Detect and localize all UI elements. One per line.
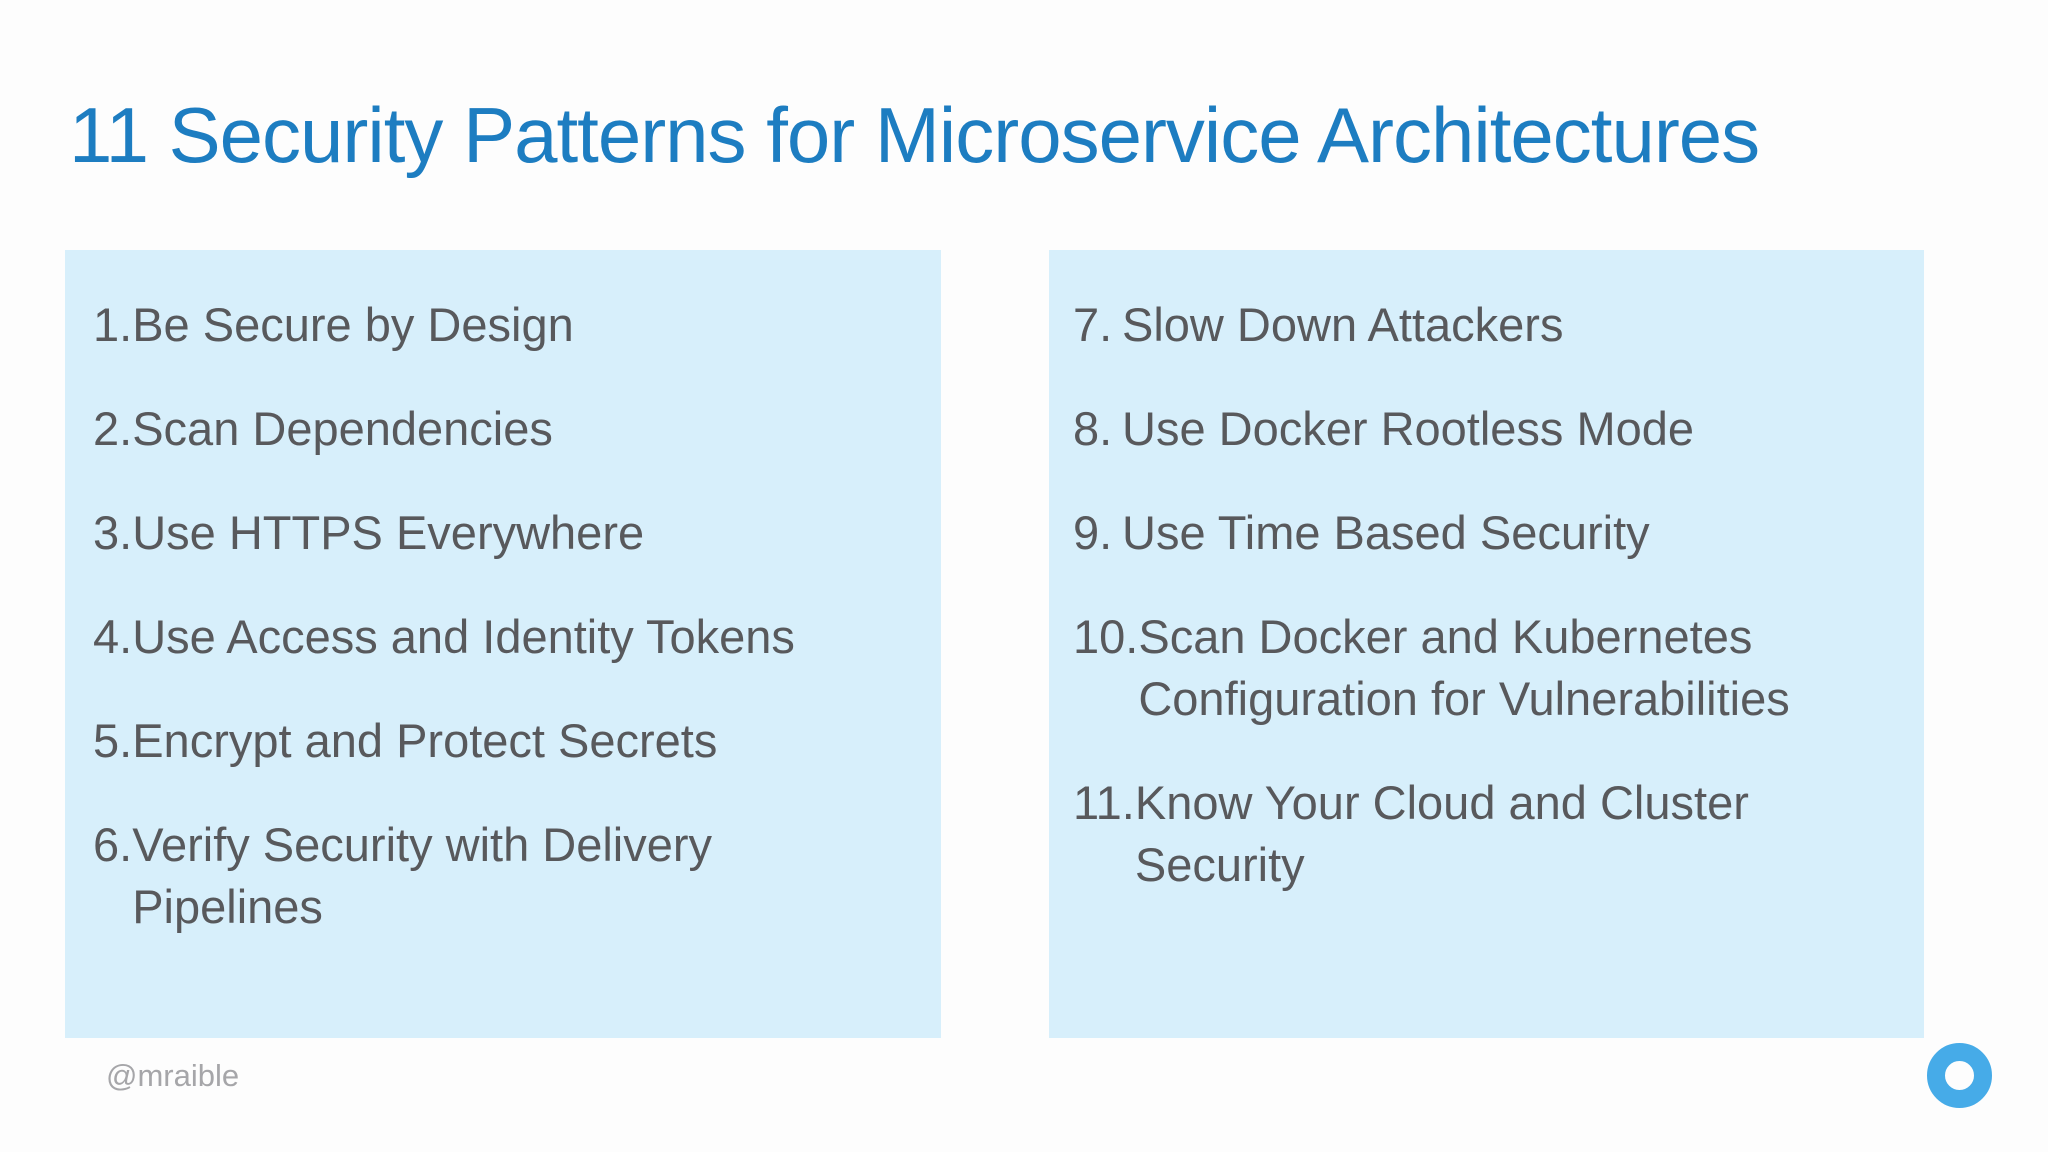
list-item-number: 6. (93, 818, 133, 871)
list-item-text: Use Docker Rootless Mode (1122, 402, 1695, 455)
list-item: 8. Use Docker Rootless Mode (1073, 398, 1908, 460)
list-item: 4. Use Access and Identity Tokens (93, 606, 921, 668)
list-item: 6. Verify Security with Delivery Pipelin… (93, 814, 921, 938)
twitter-handle: @mraible (106, 1058, 240, 1093)
list-item-text: Encrypt and Protect Secrets (132, 714, 718, 767)
list-item-text: Use Access and Identity Tokens (132, 610, 795, 663)
list-item-text: Scan Docker and Kubernetes Configuration… (1138, 610, 1790, 725)
list-item: 1. Be Secure by Design (93, 294, 921, 356)
list-item-number: 5. (93, 714, 133, 767)
list-item-number: 11. (1073, 776, 1135, 829)
list-item: 11. Know Your Cloud and Cluster Security (1073, 772, 1908, 896)
list-item-text: Scan Dependencies (132, 402, 553, 455)
list-item-number: 7. (1073, 298, 1113, 351)
list-item-text: Know Your Cloud and Cluster Security (1134, 776, 1749, 891)
list-item: 7. Slow Down Attackers (1073, 294, 1908, 356)
list-item: 5. Encrypt and Protect Secrets (93, 710, 921, 772)
list-item-number: 3. (93, 506, 133, 559)
list-item-text: Verify Security with Delivery Pipelines (132, 818, 713, 933)
list-item-number: 8. (1073, 402, 1113, 455)
list-item: 10. Scan Docker and Kubernetes Configura… (1073, 606, 1908, 730)
list-item-number: 9. (1073, 506, 1113, 559)
okta-ring-logo-icon (1927, 1043, 1992, 1108)
security-patterns-panel-right: 7. Slow Down Attackers 8. Use Docker Roo… (1049, 250, 1924, 1038)
list-item: 2. Scan Dependencies (93, 398, 921, 460)
list-item-number: 4. (93, 610, 133, 663)
list-item: 3. Use HTTPS Everywhere (93, 502, 921, 564)
list-item-text: Be Secure by Design (132, 298, 574, 351)
list-item-number: 2. (93, 402, 133, 455)
security-patterns-panel-left: 1. Be Secure by Design 2. Scan Dependenc… (65, 250, 941, 1038)
list-item-number: 1. (93, 298, 133, 351)
list-item-number: 10. (1073, 610, 1139, 663)
list-item: 9. Use Time Based Security (1073, 502, 1908, 564)
list-item-text: Slow Down Attackers (1122, 298, 1564, 351)
page-title: 11 Security Patterns for Microservice Ar… (69, 91, 1760, 179)
list-item-text: Use Time Based Security (1122, 506, 1650, 559)
list-item-text: Use HTTPS Everywhere (132, 506, 645, 559)
